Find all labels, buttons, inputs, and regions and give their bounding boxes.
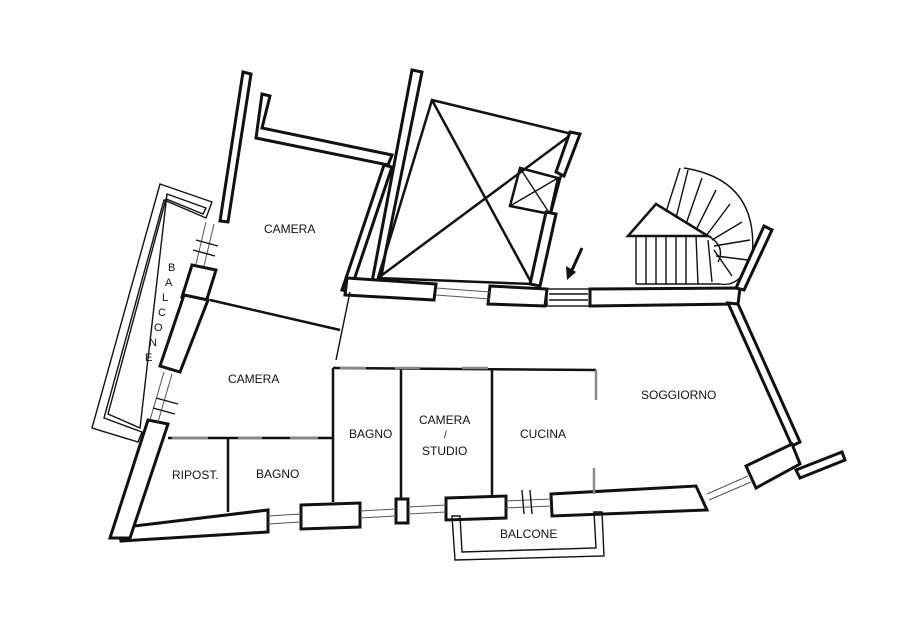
balcony-south [451,511,605,561]
outer-walls [107,68,847,543]
label-bagno-left: BAGNO [256,467,299,481]
label-ripostiglio: RIPOST. [172,468,219,482]
label-camera-studio-3: STUDIO [422,444,467,458]
door-openings [172,366,488,440]
wall-south-pier-small [394,497,410,525]
balcone-side-letter: A [165,277,173,289]
interior-walls [168,291,598,512]
wall-south-kitchen [444,494,508,522]
wall-south-right [549,484,710,518]
balcone-side-letter: L [162,292,168,304]
wall-east-diagonal [725,301,802,449]
wall-south-left [116,508,270,543]
balcone-side-letter: O [154,322,163,334]
wall-camera-top [254,92,395,167]
label-camera-middle: CAMERA [228,372,279,386]
wall-west-pier [158,293,211,374]
entry-door [546,288,591,307]
wall-top-left [218,70,253,224]
label-camera-studio-2: / [444,430,447,441]
balcony-west [91,183,213,443]
balcone-side-letter: B [168,262,175,274]
label-bagno-center: BAGNO [349,427,392,441]
light-shaft [376,98,583,288]
windows-west [149,221,219,423]
label-camera-top: CAMERA [264,222,315,236]
wall-west-lower [107,418,170,540]
wall-east-stub [793,450,847,480]
shaft-right-wall-2 [528,210,558,288]
label-balcone-bottom: BALCONE [500,527,557,541]
balcone-side-letter: C [158,307,166,319]
windows-south [267,287,752,525]
wall-entry-right [588,286,742,308]
wall-below-shaft [343,276,438,302]
wall-east-pier [744,441,802,491]
staircase [625,167,774,292]
balcony-west-outline-inner [107,193,207,430]
balcone-side-letter: E [145,352,152,364]
balcone-side-letter: N [149,337,157,349]
label-balcone-side: B A L C O N E [145,262,175,364]
entrance-arrow-icon [566,247,584,280]
shaft-right-wall [554,130,583,179]
label-soggiorno: SOGGIORNO [641,388,716,402]
shaft-inner-box [508,166,560,216]
wall-entry-left [486,284,549,308]
wall-south-bath [299,501,362,531]
label-cucina: CUCINA [520,427,566,441]
stair-side-wall [733,223,774,292]
label-camera-studio-1: CAMERA [419,413,470,427]
balcony-west-outline-outer [91,183,213,443]
room-labels: CAMERA CAMERA RIPOST. BAGNO BAGNO CAMERA… [172,222,716,541]
